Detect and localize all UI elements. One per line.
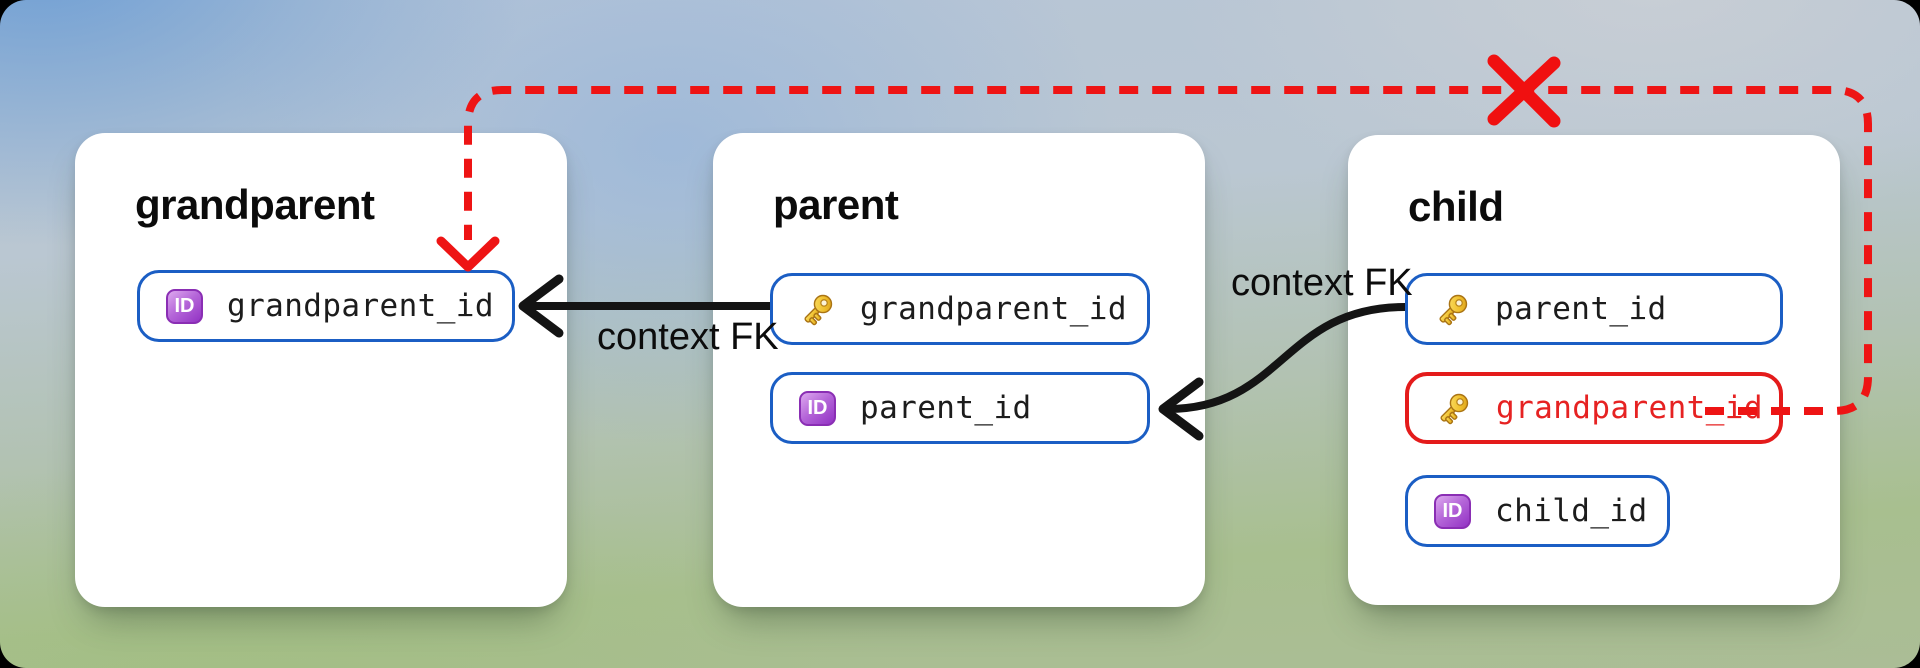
key-icon	[1435, 390, 1472, 427]
field-pill-child-grandparent_id-invalid[interactable]: grandparent_id	[1405, 372, 1783, 444]
table-title-grandparent: grandparent	[135, 181, 375, 228]
table-card-grandparent[interactable]: grandparent ID grandparent_id	[75, 133, 567, 607]
field-name: grandparent_id	[1496, 390, 1763, 426]
field-name: child_id	[1495, 493, 1648, 529]
field-pill-parent-grandparent_id[interactable]: grandparent_id	[770, 273, 1150, 345]
table-card-parent[interactable]: parent	[713, 133, 1205, 607]
table-title-child: child	[1408, 183, 1504, 230]
blocked-x-icon	[1487, 54, 1561, 128]
table-card-child[interactable]: child parent_id	[1348, 135, 1840, 605]
field-name: grandparent_id	[227, 288, 494, 324]
id-badge-icon: ID	[166, 288, 203, 324]
field-name: parent_id	[860, 390, 1032, 426]
field-pill-child-parent_id[interactable]: parent_id	[1405, 273, 1783, 345]
field-name: parent_id	[1495, 291, 1667, 327]
key-icon	[1434, 291, 1471, 328]
key-icon	[799, 291, 836, 328]
edge-label-context-fk-1: context FK	[597, 316, 779, 358]
id-badge-icon: ID	[799, 390, 836, 426]
edge-label-context-fk-2: context FK	[1231, 262, 1413, 304]
id-badge-icon: ID	[1434, 493, 1471, 529]
field-name: grandparent_id	[860, 291, 1127, 327]
field-pill-child-child_id[interactable]: ID child_id	[1405, 475, 1670, 547]
field-pill-parent-parent_id[interactable]: ID parent_id	[770, 372, 1150, 444]
field-pill-grandparent-grandparent_id[interactable]: ID grandparent_id	[137, 270, 515, 342]
table-title-parent: parent	[773, 181, 899, 228]
